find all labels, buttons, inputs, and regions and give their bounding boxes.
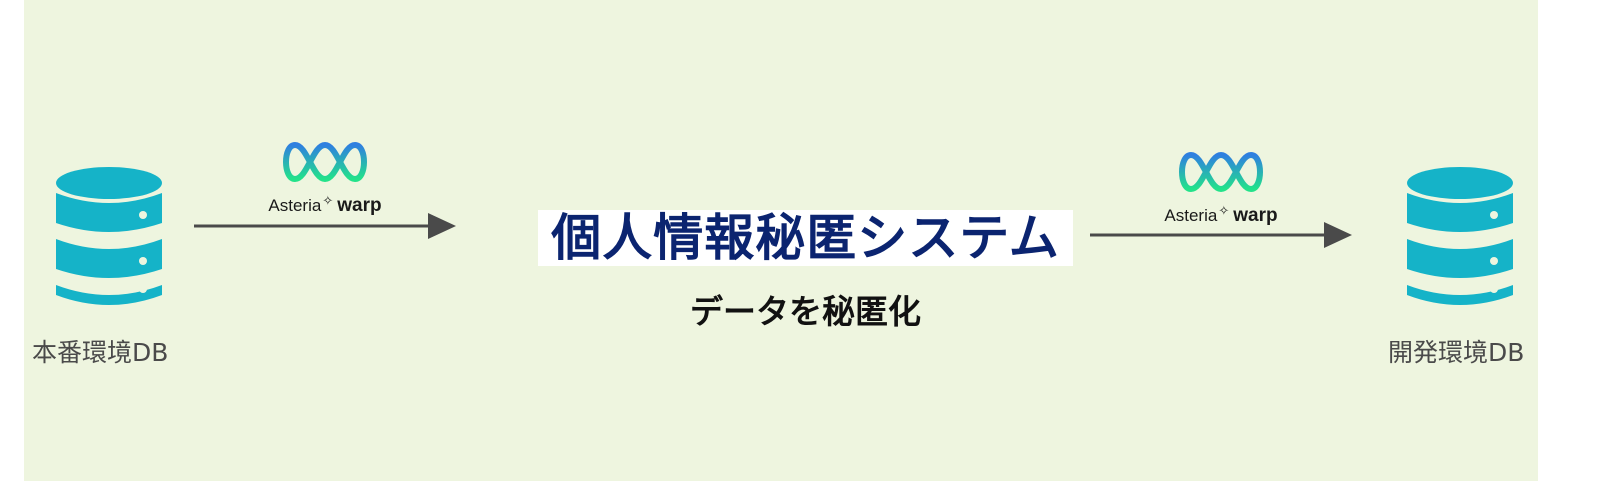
sparkle-icon: ✧ [322,193,334,208]
product-name: warp [337,195,382,216]
asteria-warp-wordmark: Asteria✧warp [255,193,395,217]
product-name: warp [1233,205,1278,226]
target-database-icon [1407,167,1513,305]
brand-name: Asteria [268,196,322,215]
asteria-warp-logo-right: Asteria✧warp [1151,145,1291,240]
asteria-warp-wordmark: Asteria✧warp [1151,203,1291,227]
system-title: 個人情報秘匿システム [538,210,1073,266]
diagram-canvas: 本番環境DB Asteria✧warp 個人情報秘匿システム データを秘匿化 [24,0,1538,481]
brand-name: Asteria [1164,206,1218,225]
sparkle-icon: ✧ [1218,203,1230,218]
arrow-right-icon [1090,222,1352,248]
warp-wave-icon [1179,152,1263,192]
arrow-right-icon [194,213,456,239]
target-database-label: 開発環境DB [1388,338,1525,367]
system-caption: データを秘匿化 [690,292,921,331]
source-database-icon [56,167,162,305]
source-database-label: 本番環境DB [32,338,169,367]
warp-wave-icon [283,142,367,182]
asteria-warp-logo-left: Asteria✧warp [255,135,395,230]
